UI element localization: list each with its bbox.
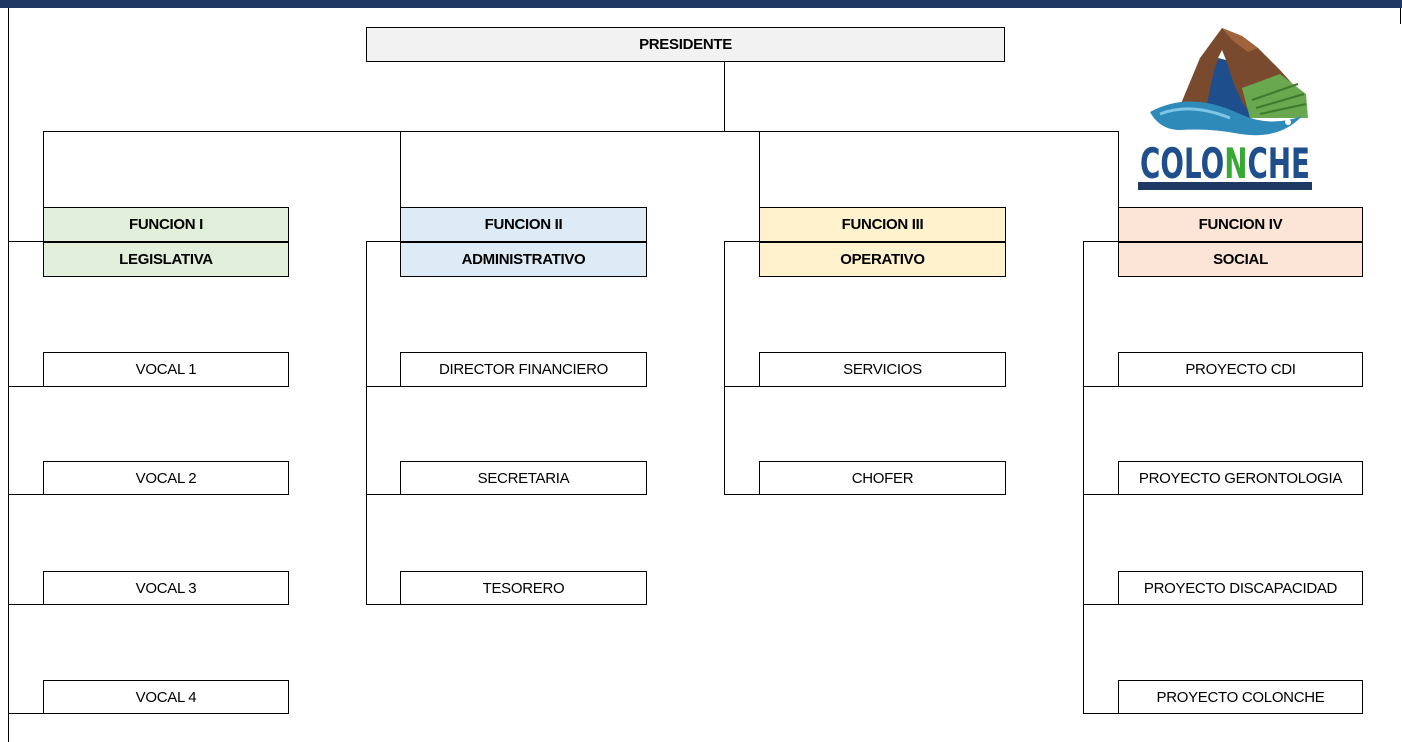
function-1-item: VOCAL 4 [43,680,289,714]
function-4-item: PROYECTO COLONCHE [1118,680,1363,714]
coloche-logo: COLONCHE [1138,28,1312,190]
function-2-title: FUNCION II [400,207,647,242]
function-4-title: FUNCION IV [1118,207,1363,242]
function-1-title: FUNCION I [43,207,289,242]
function-1-item: VOCAL 3 [43,571,289,605]
function-2-item: TESORERO [400,571,647,605]
logo-text: COLO [1140,139,1224,188]
function-4-item: PROYECTO GERONTOLOGIA [1118,461,1363,495]
function-2-item: DIRECTOR FINANCIERO [400,352,647,387]
top-bar [0,0,1402,8]
function-3-item: CHOFER [759,461,1006,495]
function-1-subtitle: LEGISLATIVA [43,242,289,277]
function-1-item: VOCAL 2 [43,461,289,495]
logo-text-end: CHE [1247,139,1310,188]
function-3-subtitle: OPERATIVO [759,242,1006,277]
function-4-subtitle: SOCIAL [1118,242,1363,277]
function-4-item: PROYECTO CDI [1118,352,1363,387]
function-3-item: SERVICIOS [759,352,1006,387]
function-2-item: SECRETARIA [400,461,647,495]
president-box: PRESIDENTE [366,27,1005,62]
function-3-title: FUNCION III [759,207,1006,242]
svg-text:COLONCHE: COLONCHE [1140,139,1310,188]
function-4-item: PROYECTO DISCAPACIDAD [1118,571,1363,605]
logo-text-accent: N [1224,139,1247,188]
function-1-item: VOCAL 1 [43,352,289,387]
function-2-subtitle: ADMINISTRATIVO [400,242,647,277]
